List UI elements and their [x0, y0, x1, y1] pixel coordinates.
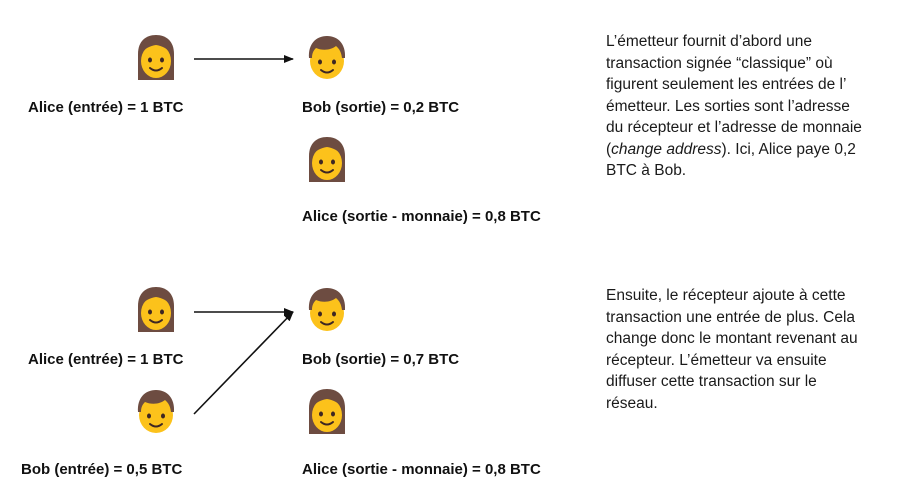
woman-icon — [134, 286, 178, 334]
input-label: Alice (entrée) = 1 BTC — [28, 351, 184, 368]
input-label: Alice (entrée) = 1 BTC — [28, 99, 184, 116]
boy-icon — [305, 286, 349, 334]
boy-icon — [134, 388, 178, 436]
woman-icon — [134, 34, 178, 82]
description-line: diffuser cette transaction sur le — [606, 373, 817, 390]
description-line: du récepteur et l’adresse de monnaie — [606, 119, 862, 136]
description-line: (change address). Ici, Alice paye 0,2 — [606, 139, 900, 161]
input-label: Bob (entrée) = 0,5 BTC — [21, 461, 183, 478]
description-line: récepteur. L’émetteur va ensuite — [606, 351, 827, 369]
boy-icon — [305, 34, 349, 82]
output-label: Bob (sortie) = 0,7 BTC — [302, 351, 460, 368]
description-line: figurent seulement les entrées de l’ — [606, 76, 847, 93]
arrow-bob-input-to-bob-output — [193, 311, 294, 415]
description-line: change donc le montant revenant au — [606, 330, 858, 347]
woman-icon — [305, 136, 349, 184]
description-line: Ensuite, le récepteur ajoute à cette — [606, 287, 846, 304]
description-line: BTC à Bob. — [606, 162, 687, 179]
description-line: transaction une entrée de plus. Cela — [606, 308, 856, 326]
output-label: Bob (sortie) = 0,2 BTC — [302, 99, 460, 116]
woman-icon — [305, 388, 349, 436]
output-label: Alice (sortie - monnaie) = 0,8 BTC — [302, 461, 541, 478]
description-line: L’émetteur fournit d’abord une — [606, 33, 812, 50]
scenario-2-description: Ensuite, le récepteur ajoute à cette tra… — [606, 285, 900, 414]
description-line: transaction signée “classique” où — [606, 54, 833, 72]
italic-term: change address — [611, 140, 722, 158]
description-line: émetteur. Les sorties sont l’adresse — [606, 97, 850, 115]
description-text: ). Ici, Alice paye 0,2 — [721, 140, 856, 158]
scenario-1-description: L’émetteur fournit d’abord une transacti… — [606, 31, 900, 182]
description-line: réseau. — [606, 394, 658, 412]
output-label: Alice (sortie - monnaie) = 0,8 BTC — [302, 208, 541, 225]
paren-open: ( — [606, 140, 612, 158]
